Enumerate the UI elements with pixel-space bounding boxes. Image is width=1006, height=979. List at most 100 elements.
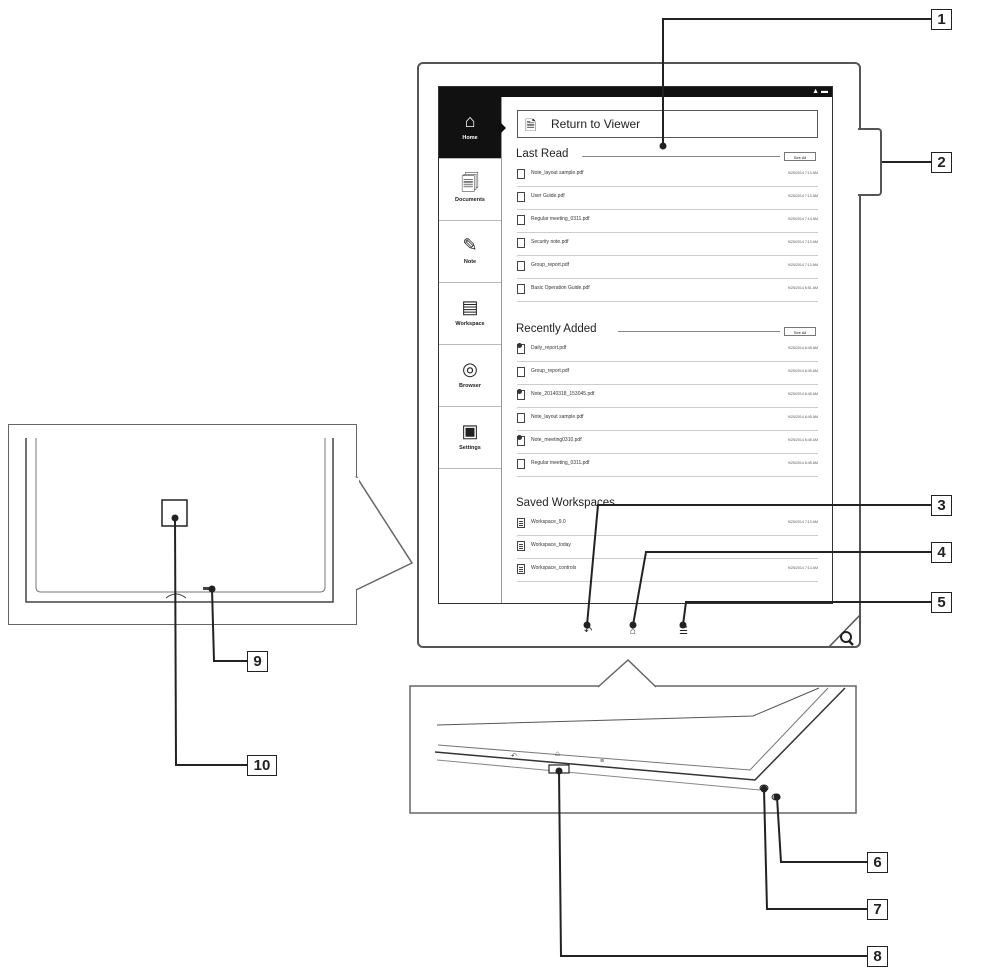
file-icon [517,215,525,225]
note-file-icon [517,343,525,354]
sidebar-item-label: Settings [459,445,481,451]
callout-7: 7 [867,899,888,920]
recently-added-title: Recently Added [516,323,597,335]
file-date: 9/25/2014 7:13 AM [787,520,818,524]
see-all-button[interactable]: See All [784,152,816,161]
callout-6: 6 [867,852,888,873]
sidebar-item-label: Note [463,259,477,265]
sidebar-item-home[interactable]: ⌂Home [439,97,506,159]
list-item[interactable]: Regular meeting_0311.pdf 9/25/2014 6:45 A… [517,454,818,477]
workspace-file-icon [517,541,525,551]
svg-text:⌂: ⌂ [555,749,560,758]
file-name: Note_meeting0310.pdf [531,437,582,443]
sidebar: ⌂Home🗐Documents ✎ Note ▤ Workspace ◎ Browser ▣ S… [439,97,506,603]
documents-icon: 🗐 [461,173,479,193]
settings-icon: ▣ [461,421,479,441]
note-icon: ✎ [462,235,478,255]
list-item[interactable]: Note_meeting0310.pdf 9/25/2014 6:45 AM [517,431,818,454]
callout-2: 2 [931,152,952,173]
browser-icon: ◎ [462,359,478,379]
file-date: 9/25/2014 7:13 AM [787,263,818,267]
file-date: 9/25/2014 6:45 AM [787,461,818,465]
document-return-icon: 🗎 [525,117,537,133]
file-name: Regular meeting_0311.pdf [531,460,590,466]
file-date: 9/25/2014 6:51 AM [787,286,818,290]
sidebar-item-settings[interactable]: ▣ Settings [439,407,501,469]
callout-8: 8 [867,946,888,967]
file-name: Daily_report.pdf [531,345,567,351]
file-date: 9/25/2014 6:45 AM [787,392,818,396]
file-name: Workspace_controls [531,565,577,571]
callout-10: 10 [247,755,277,776]
file-icon [517,169,525,179]
sidebar-item-label: Browser [458,383,481,389]
status-bar: ▲ ▬ [439,87,832,97]
note-file-icon [517,435,525,446]
file-date: 9/25/2014 6:45 AM [787,438,818,442]
file-icon [517,238,525,248]
sidebar-item-label: Workspace [455,321,485,327]
home-icon[interactable]: ⌂ [630,626,637,637]
sidebar-item-browser[interactable]: ◎ Browser [439,345,501,407]
file-name: Workspace_today [531,542,571,548]
file-name: Regular meeting_0311.pdf [531,216,590,222]
svg-text:≡: ≡ [600,758,604,765]
file-date: 9/25/2014 6:45 AM [787,346,818,350]
zoom-corner[interactable] [827,610,862,649]
file-name: Note_layout sample.pdf [531,170,584,176]
return-to-viewer-label: Return to Viewer [551,117,641,131]
sidebar-item-note[interactable]: ✎ Note [439,221,501,283]
section-divider [618,331,780,332]
file-name: Workspace_9.0 [531,519,566,525]
list-item[interactable]: Note_20140318_153045.pdf 9/25/2014 6:45 A… [517,385,818,408]
callout-4: 4 [931,542,952,563]
file-date: 9/25/2014 7:13 AM [787,171,818,175]
file-name: User Guide.pdf [531,193,565,199]
sidebar-item-workspace[interactable]: ▤ Workspace [439,283,501,345]
file-icon [517,367,525,377]
back-icon[interactable]: ↶ [584,626,593,637]
list-item[interactable]: Daily_report.pdf 9/25/2014 6:45 AM [517,339,818,362]
last-read-title: Last Read [516,148,569,160]
battery-icon: ▲ ▬ [812,88,828,95]
device-screen: ▲ ▬ ⌂Home🗐Documents ✎ Note ▤ Workspace ◎ Brows… [438,86,833,604]
see-all-button[interactable]: See All [784,327,816,336]
file-icon [517,413,525,423]
callout-1: 1 [931,9,952,30]
file-name: Note_20140318_153045.pdf [531,391,595,397]
file-name: Group_report.pdf [531,262,570,268]
list-item[interactable]: Group_report.pdf 9/25/2014 7:13 AM [517,256,818,279]
workspace-file-icon [517,518,525,528]
file-date: 9/25/2014 7:13 AM [787,566,818,570]
menu-icon[interactable]: ☰ [679,626,688,637]
file-icon [517,459,525,469]
list-item[interactable]: Workspace_9.0 9/25/2014 7:13 AM [517,513,818,536]
note-file-icon [517,389,525,400]
callout-9: 9 [247,651,268,672]
workspace-file-icon [517,564,525,574]
list-item[interactable]: Workspace_today [517,536,818,559]
file-date: 9/25/2014 6:45 AM [787,415,818,419]
sidebar-item-documents[interactable]: 🗐Documents [439,159,501,221]
list-item[interactable]: Group_report.pdf 9/25/2014 6:45 AM [517,362,818,385]
file-name: Group_report.pdf [531,368,570,374]
home-icon: ⌂ [464,111,476,131]
workspace-icon: ▤ [461,297,479,317]
callout-3: 3 [931,495,952,516]
side-button[interactable] [858,128,882,196]
file-icon [517,284,525,294]
file-icon [517,192,525,202]
file-date: 9/25/2014 6:45 AM [787,369,818,373]
callout-5: 5 [931,592,952,613]
list-item[interactable]: Note_layout sample.pdf 9/25/2014 7:13 AM [517,164,818,187]
return-to-viewer-button[interactable]: 🗎 Return to Viewer [517,110,818,138]
list-item[interactable]: Workspace_controls 9/25/2014 7:13 AM [517,559,818,582]
svg-text:↶: ↶ [511,753,517,760]
saved-workspaces-title: Saved Workspaces [516,497,615,509]
